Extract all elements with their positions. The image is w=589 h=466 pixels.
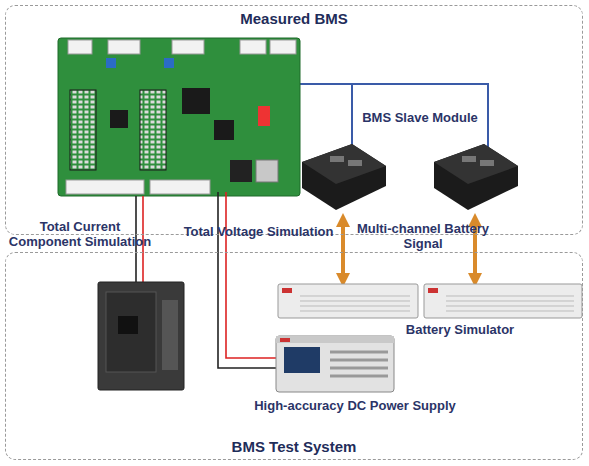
battery-simulator bbox=[278, 284, 582, 318]
component-label: Total Voltage Simulation bbox=[176, 224, 341, 239]
group-title: BMS Test System bbox=[232, 434, 357, 459]
group-box: Measured BMS bbox=[5, 5, 583, 235]
component-label: Total Current Component Simulation bbox=[5, 219, 155, 249]
bms-board bbox=[58, 38, 300, 196]
current-card bbox=[98, 282, 184, 390]
group-title: Measured BMS bbox=[240, 6, 348, 31]
component-label: Battery Simulator bbox=[400, 322, 520, 337]
component-label: BMS Slave Module bbox=[345, 110, 495, 125]
component-label: High-accuracy DC Power Supply bbox=[250, 398, 460, 413]
group-box: BMS Test System bbox=[5, 252, 583, 460]
slave-module bbox=[434, 144, 518, 210]
slave-module bbox=[302, 144, 386, 210]
dc-power-supply bbox=[276, 336, 394, 392]
component-label: Multi-channel Battery Signal bbox=[348, 221, 498, 251]
